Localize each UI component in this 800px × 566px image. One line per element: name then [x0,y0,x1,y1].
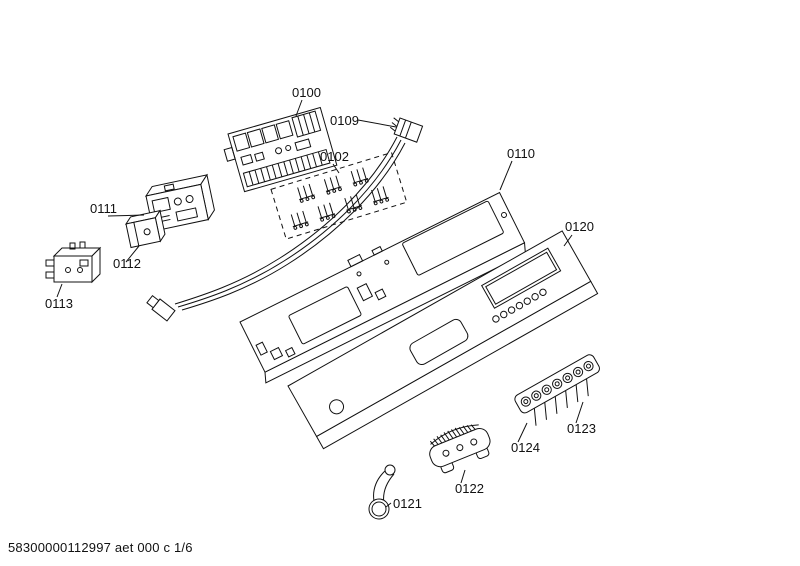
part-0123-button-strip [514,354,600,426]
part-0122-button-support [429,424,491,474]
part-label-0109: 0109 [330,113,359,128]
part-0124-spring-comb [533,376,589,426]
part-label-0122: 0122 [455,481,484,496]
part-label-0120: 0120 [565,219,594,234]
part-label-0112: 0112 [113,256,141,271]
part-0102-switch-contact-set [270,151,408,240]
part-label-0113: 0113 [45,296,73,311]
part-label-0123: 0123 [567,421,596,436]
document-code: 58300000112997 aet 000 c 1/6 [8,540,193,555]
leader-lines [56,99,584,508]
part-0112-switch [124,209,166,249]
part-0120-fascia-panel [287,230,599,450]
part-label-0124: 0124 [511,440,540,455]
part-0100-control-module [223,106,338,193]
part-label-0110: 0110 [507,146,535,161]
part-label-0121: 0121 [393,496,422,511]
part-label-0100: 0100 [292,85,321,100]
part-labels: 0100 0109 0102 0110 0111 0112 0113 0120 … [45,85,596,511]
part-label-0111: 0111 [90,201,117,216]
part-0113-micro-switch [45,241,102,284]
part-label-0102: 0102 [320,149,349,164]
part-0121-push-button [368,464,396,520]
part-0110-panel-support [239,191,526,384]
part-0109-cable-harness [146,117,424,322]
